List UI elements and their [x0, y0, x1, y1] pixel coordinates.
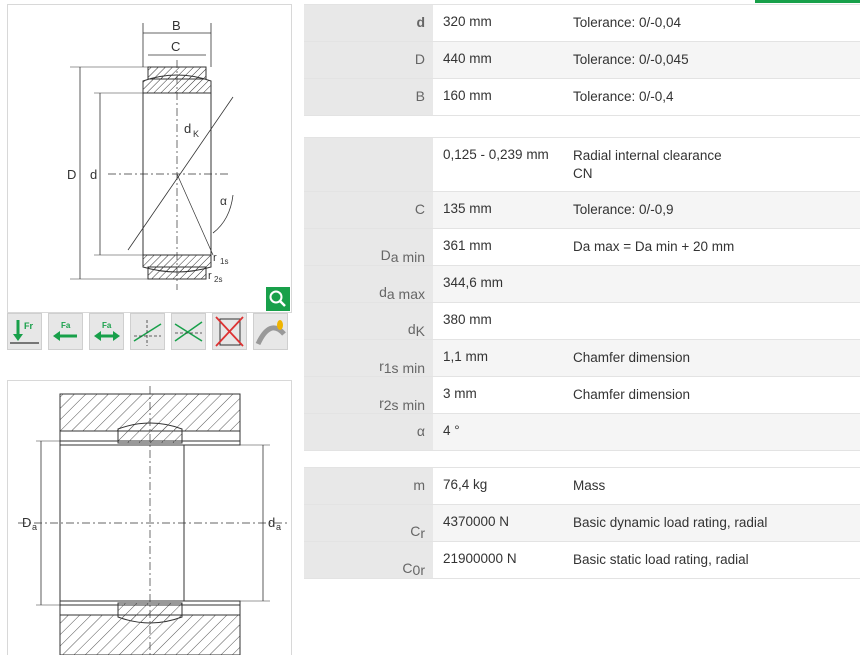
row-description: Chamfer dimension	[573, 350, 691, 365]
row-description: Chamfer dimension	[573, 387, 691, 402]
table-row: α 4 °	[304, 414, 860, 451]
tilt-angle-icon[interactable]	[130, 313, 165, 350]
zoom-button[interactable]	[266, 287, 290, 311]
row-description: Tolerance: 0/-0,045	[573, 52, 689, 67]
oscillation-icon[interactable]	[171, 313, 206, 350]
lubrication-icon[interactable]	[253, 313, 288, 350]
axial-load-left-icon[interactable]: Fa	[48, 313, 83, 350]
no-relubrication-icon[interactable]	[212, 313, 247, 350]
row-description: Da max = Da min + 20 mm	[573, 239, 735, 254]
svg-text:a: a	[32, 522, 37, 532]
table-row: Cr 4370000 N Basic dynamic load rating, …	[304, 505, 860, 542]
bearing-cross-section-drawing: B C D d d K α r 1s r 2s	[67, 18, 234, 290]
row-label: da max	[379, 284, 425, 302]
row-description: Tolerance: 0/-0,04	[573, 15, 682, 30]
svg-text:C: C	[171, 39, 180, 54]
row-label: d	[416, 14, 425, 30]
svg-text:D: D	[67, 167, 76, 182]
svg-text:a: a	[276, 522, 281, 532]
row-description: Tolerance: 0/-0,4	[573, 89, 674, 104]
svg-text:r: r	[213, 252, 217, 264]
svg-text:d: d	[268, 515, 275, 530]
svg-text:B: B	[172, 18, 181, 33]
table-row: 0,125 - 0,239 mm Radial internal clearan…	[304, 138, 860, 192]
svg-text:d: d	[90, 167, 97, 182]
bearing-drawing-panel: B C D d d K α r 1s r 2s	[7, 4, 292, 313]
row-label: Da min	[380, 247, 425, 265]
row-value: 3 mm	[443, 386, 477, 401]
row-label: m	[413, 477, 425, 493]
table-row: da max 344,6 mm	[304, 266, 860, 303]
row-value: 440 mm	[443, 51, 492, 66]
top-accent-bar	[755, 0, 860, 3]
ratings-table: m 76,4 kg Mass Cr 4370000 N Basic dynami…	[304, 467, 860, 579]
row-description: Mass	[573, 478, 606, 493]
row-label: α	[416, 423, 425, 439]
svg-text:Fr: Fr	[24, 321, 33, 331]
row-description: Radial internal clearance CN	[573, 148, 722, 181]
table-row: r1s min 1,1 mm Chamfer dimension	[304, 340, 860, 377]
row-label: C	[414, 201, 425, 217]
row-description: Basic dynamic load rating, radial	[573, 515, 768, 530]
row-description: Tolerance: 0/-0,9	[573, 202, 674, 217]
row-value: 0,125 - 0,239 mm	[443, 147, 549, 162]
row-value: 76,4 kg	[443, 477, 488, 492]
table-row: D 440 mm Tolerance: 0/-0,045	[304, 42, 860, 79]
row-value: 380 mm	[443, 312, 492, 327]
row-label: C0r	[402, 560, 425, 578]
row-value: 4 °	[443, 423, 460, 438]
row-label: D	[414, 51, 425, 67]
svg-text:K: K	[193, 129, 199, 139]
row-value: 4370000 N	[443, 514, 510, 529]
svg-text:r: r	[208, 270, 212, 282]
row-value: 344,6 mm	[443, 275, 504, 290]
axial-load-both-icon[interactable]: Fa	[89, 313, 124, 350]
svg-text:1s: 1s	[220, 257, 228, 266]
svg-text:Fa: Fa	[61, 321, 71, 330]
row-label: dK	[407, 321, 425, 339]
row-label: r2s min	[379, 395, 425, 413]
svg-text:d: d	[184, 121, 191, 136]
row-value: 361 mm	[443, 238, 492, 253]
dimensions-table: d 320 mm Tolerance: 0/-0,04 D 440 mm Tol…	[304, 4, 860, 116]
table-row: Da min 361 mm Da max = Da min + 20 mm	[304, 229, 860, 266]
mounting-dimensions-drawing: D a d a	[18, 386, 288, 656]
row-description: Basic static load rating, radial	[573, 552, 749, 567]
table-row: m 76,4 kg Mass	[304, 468, 860, 505]
magnifier-icon	[269, 290, 286, 307]
row-label: Cr	[410, 523, 425, 541]
svg-text:D: D	[22, 515, 31, 530]
row-value: 21900000 N	[443, 551, 517, 566]
row-label: B	[415, 88, 425, 104]
details-table: 0,125 - 0,239 mm Radial internal clearan…	[304, 137, 860, 451]
svg-text:Fa: Fa	[102, 321, 112, 330]
table-row: r2s min 3 mm Chamfer dimension	[304, 377, 860, 414]
row-value: 320 mm	[443, 14, 492, 29]
table-row: dK 380 mm	[304, 303, 860, 340]
row-label: r1s min	[379, 358, 425, 376]
table-row: C0r 21900000 N Basic static load rating,…	[304, 542, 860, 579]
row-value: 160 mm	[443, 88, 492, 103]
radial-load-icon[interactable]: Fr	[7, 313, 42, 350]
mounting-drawing-panel: D a d a	[7, 380, 292, 656]
table-row: C 135 mm Tolerance: 0/-0,9	[304, 192, 860, 229]
table-row: d 320 mm Tolerance: 0/-0,04	[304, 5, 860, 42]
row-value: 135 mm	[443, 201, 492, 216]
row-value: 1,1 mm	[443, 349, 489, 364]
table-row: B 160 mm Tolerance: 0/-0,4	[304, 79, 860, 116]
svg-text:2s: 2s	[214, 275, 222, 284]
svg-text:α: α	[220, 194, 227, 208]
